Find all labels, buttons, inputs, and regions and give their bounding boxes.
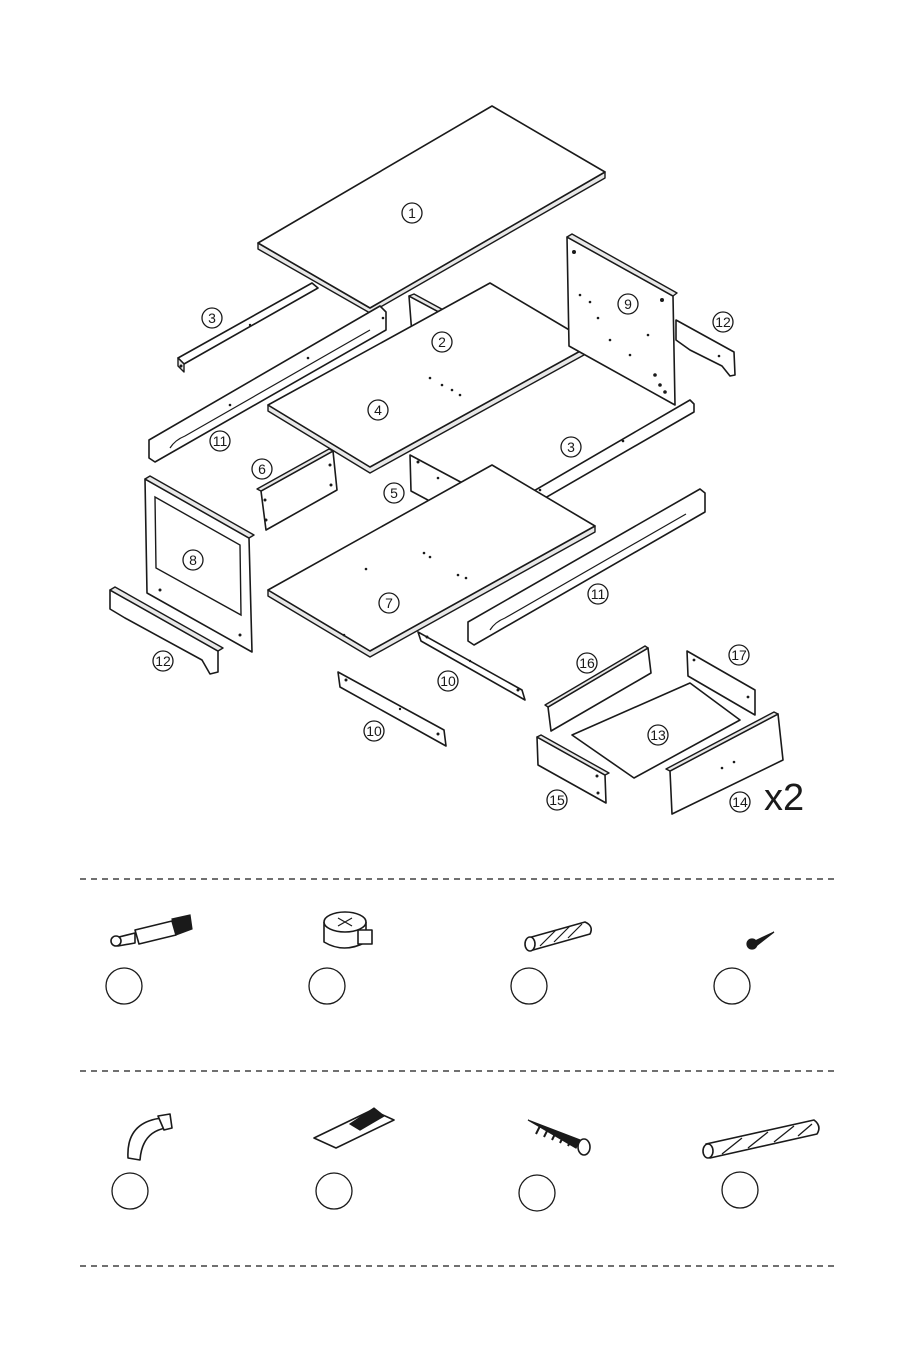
svg-text:15: 15 xyxy=(549,792,565,808)
svg-text:16: 16 xyxy=(579,655,595,671)
svg-text:6: 6 xyxy=(258,461,266,477)
svg-text:10: 10 xyxy=(366,723,382,739)
svg-text:10: 10 xyxy=(440,673,456,689)
callout-5: 5 xyxy=(384,483,404,503)
svg-text:5: 5 xyxy=(390,485,398,501)
callout-16: 16 xyxy=(577,653,597,673)
svg-text:3: 3 xyxy=(567,439,575,455)
hardware-label-circle-7 xyxy=(519,1175,555,1211)
svg-text:12: 12 xyxy=(715,314,731,330)
callout-1: 1 xyxy=(402,203,422,223)
callout-11a: 11 xyxy=(210,431,230,451)
svg-text:3: 3 xyxy=(208,310,216,326)
small-screw-icon xyxy=(747,932,774,949)
callout-2: 2 xyxy=(432,332,452,352)
long-dowel-icon xyxy=(703,1120,819,1158)
svg-text:9: 9 xyxy=(624,296,632,312)
callout-15: 15 xyxy=(547,790,567,810)
callout-3a: 3 xyxy=(202,308,222,328)
callout-4: 4 xyxy=(368,400,388,420)
svg-text:2: 2 xyxy=(438,334,446,350)
svg-text:12: 12 xyxy=(155,653,171,669)
hardware-label-circle-3 xyxy=(511,968,547,1004)
svg-text:8: 8 xyxy=(189,552,197,568)
cam-bolt-icon xyxy=(111,915,192,946)
hardware-label-circle-6 xyxy=(316,1173,352,1209)
callout-6: 6 xyxy=(252,459,272,479)
hardware-label-circle-5 xyxy=(112,1173,148,1209)
hardware-row-2 xyxy=(112,1108,819,1211)
part-9-side-panel xyxy=(567,234,677,405)
callout-12b: 12 xyxy=(153,651,173,671)
svg-text:13: 13 xyxy=(650,727,666,743)
drawer-multiplier: x2 xyxy=(764,777,804,819)
short-dowel-icon xyxy=(525,922,591,951)
callout-3b: 3 xyxy=(561,437,581,457)
callout-10a: 10 xyxy=(438,671,458,691)
callout-7: 7 xyxy=(379,593,399,613)
callout-13: 13 xyxy=(648,725,668,745)
callout-10b: 10 xyxy=(364,721,384,741)
part-1-top-panel xyxy=(258,106,605,313)
hardware-label-circle-4 xyxy=(714,968,750,1004)
callout-12a: 12 xyxy=(713,312,733,332)
callout-11b: 11 xyxy=(588,584,608,604)
svg-text:4: 4 xyxy=(374,402,382,418)
felt-pad-icon xyxy=(314,1108,394,1148)
callout-17: 17 xyxy=(729,645,749,665)
cam-lock-icon xyxy=(324,912,372,948)
callout-8: 8 xyxy=(183,550,203,570)
callout-9: 9 xyxy=(618,294,638,314)
hardware-row-1 xyxy=(106,912,774,1004)
svg-text:14: 14 xyxy=(732,794,748,810)
svg-text:17: 17 xyxy=(731,647,747,663)
svg-text:1: 1 xyxy=(408,205,416,221)
svg-text:11: 11 xyxy=(213,433,228,449)
part-10-rail-b xyxy=(338,672,446,746)
svg-text:7: 7 xyxy=(385,595,393,611)
hardware-label-circle-8 xyxy=(722,1172,758,1208)
hardware-label-circle-1 xyxy=(106,968,142,1004)
cup-handle-icon xyxy=(128,1114,172,1160)
callout-14: 14 xyxy=(730,792,750,812)
hardware-label-circle-2 xyxy=(309,968,345,1004)
svg-text:11: 11 xyxy=(591,586,606,602)
wood-screw-icon xyxy=(528,1120,590,1155)
